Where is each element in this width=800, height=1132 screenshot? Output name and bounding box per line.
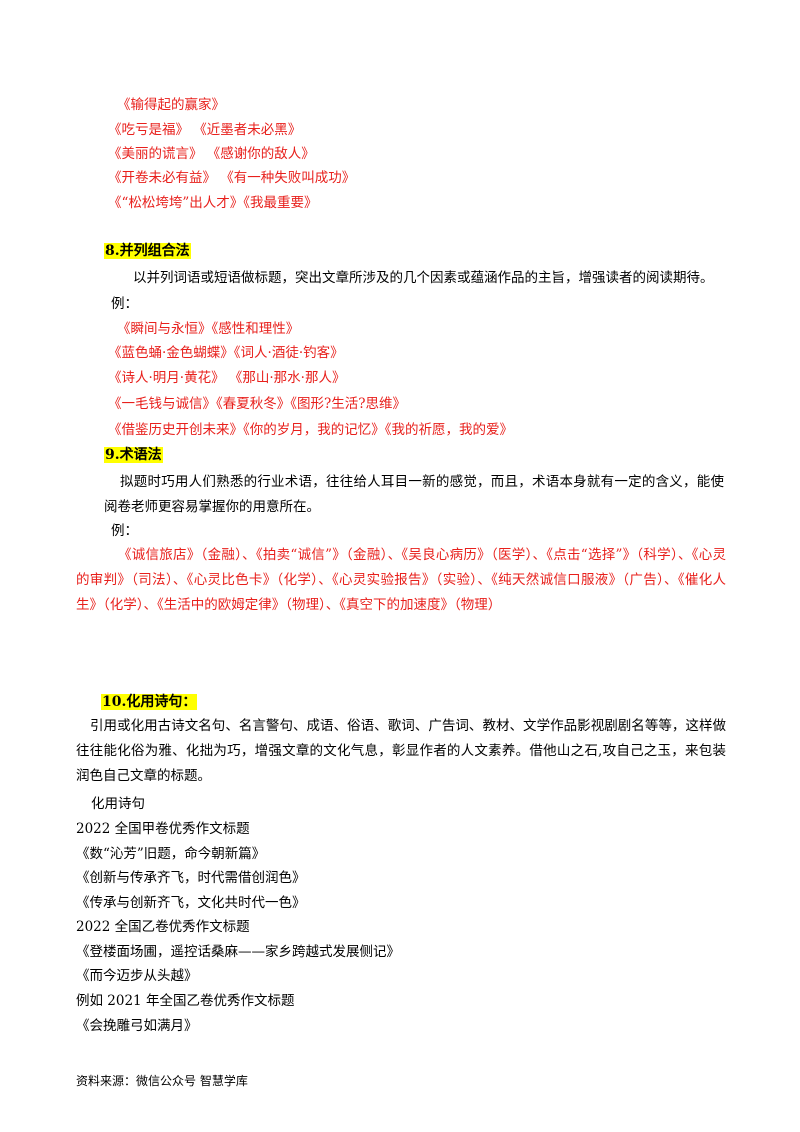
example-title: 《蓝色蛹·金色蝴蝶》《词人·酒徒·钓客》	[108, 345, 344, 361]
section-9-heading: 9.术语法	[104, 447, 163, 463]
page-footer-source: 资料来源：微信公众号 智慧学库	[76, 1074, 248, 1088]
essay-title: 《创新与传承齐飞，时代需借创润色》	[76, 870, 306, 886]
section-9-description: 拟题时巧用人们熟悉的行业术语，往往给人耳目一新的感觉，而且，术语本身就有一定的含…	[104, 474, 724, 515]
example-title: 《开卷未必有益》 《有一种失败叫成功》	[108, 170, 356, 186]
example-title: 《输得起的赢家》	[117, 97, 225, 113]
essay-title: 《传承与创新齐飞，文化共时代一色》	[76, 895, 306, 911]
section-9-example-label: 例：	[111, 523, 138, 539]
section-10-heading: 10.化用诗句：	[101, 694, 198, 710]
section-9-examples: 《诚信旅店》（金融）、《拍卖“诚信”》（金融）、《吴良心病历》（医学）、《点击“…	[76, 547, 726, 613]
example-title: 《瞬间与永恒》《感性和理性》	[117, 321, 300, 337]
section-10-sub-label: 化用诗句	[91, 796, 145, 812]
example-title: 《美丽的谎言》 《感谢你的敌人》	[108, 146, 315, 162]
section-8-description: 以并列词语或短语做标题，突出文章所涉及的几个因素或蕴涵作品的主旨，增强读者的阅读…	[133, 270, 714, 286]
essay-title: 《登楼面场圃，遥控话桑麻——家乡跨越式发展侧记》	[76, 944, 400, 960]
section-8-heading: 8.并列组合法	[104, 243, 191, 259]
example-title: 《一毛钱与诚信》《春夏秋冬》《图形?生活?思维》	[108, 396, 406, 412]
essay-title: 《数“沁芳”旧题，命今朝新篇》	[76, 846, 266, 862]
section-8-example-label: 例：	[111, 296, 138, 312]
essay-title: 《会挽雕弓如满月》	[76, 1018, 198, 1034]
essay-list-heading: 例如 2021 年全国乙卷优秀作文标题	[76, 993, 295, 1009]
essay-list-heading: 2022 全国乙卷优秀作文标题	[76, 919, 250, 935]
example-title: 《诗人·明月·黄花》 《那山·那水·那人》	[108, 370, 346, 386]
example-title: 《借鉴历史开创未来》《你的岁月，我的记忆》《我的祈愿，我的爱》	[108, 422, 513, 438]
essay-title: 《而今迈步从头越》	[76, 968, 198, 984]
essay-list-heading: 2022 全国甲卷优秀作文标题	[76, 821, 250, 837]
section-10-description: 引用或化用古诗文名句、名言警句、成语、俗语、歌词、广告词、教材、文学作品影视剧剧…	[76, 718, 726, 784]
example-title: 《“松松垮垮”出人才》《我最重要》	[108, 195, 318, 211]
example-title: 《吃亏是福》 《近墨者未必黑》	[108, 122, 302, 138]
